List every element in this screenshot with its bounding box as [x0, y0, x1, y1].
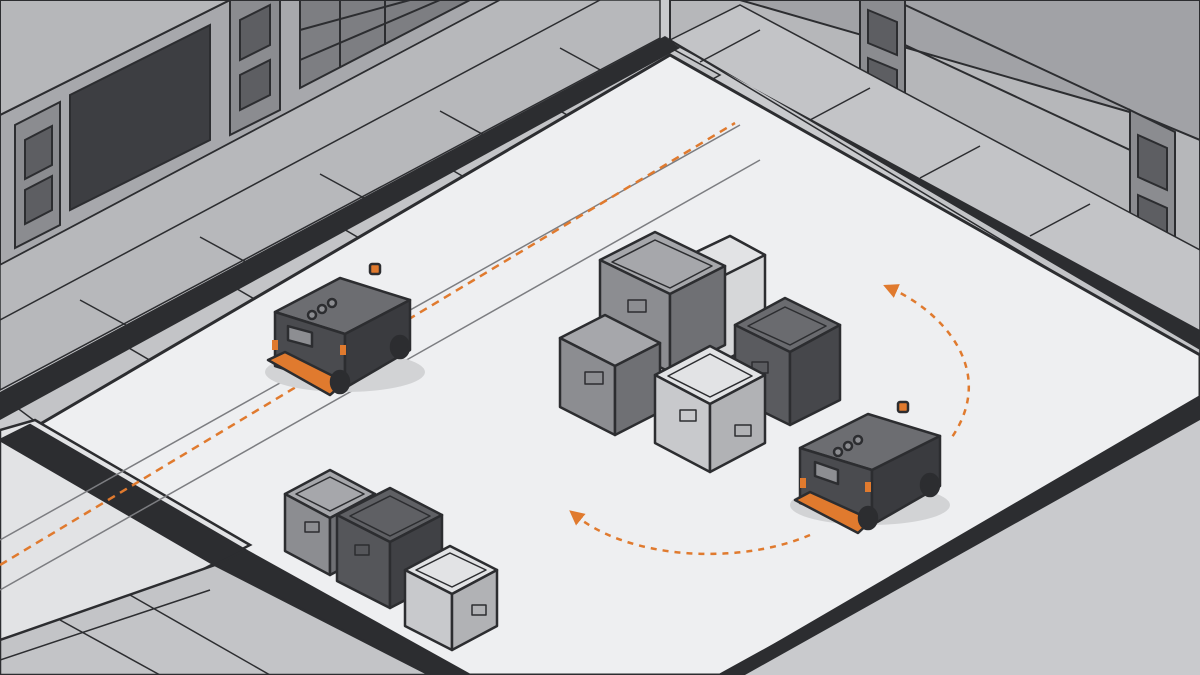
robot-left-screen	[286, 324, 314, 348]
crate-cluster	[558, 230, 842, 474]
robot-right	[790, 400, 950, 535]
beacon-light-icon	[368, 262, 382, 276]
upper-sidewalk	[0, 0, 661, 391]
robot-left	[265, 262, 425, 397]
crate-left	[558, 313, 662, 437]
robot-right-screen	[813, 460, 840, 486]
floor-border	[0, 36, 1200, 675]
small-crate-group	[283, 468, 499, 652]
crate-front-light	[653, 344, 767, 474]
beacon-light-icon	[896, 400, 910, 414]
crate-small-c	[403, 544, 499, 652]
lower-left-zone	[0, 418, 473, 675]
circular-path	[569, 284, 970, 556]
